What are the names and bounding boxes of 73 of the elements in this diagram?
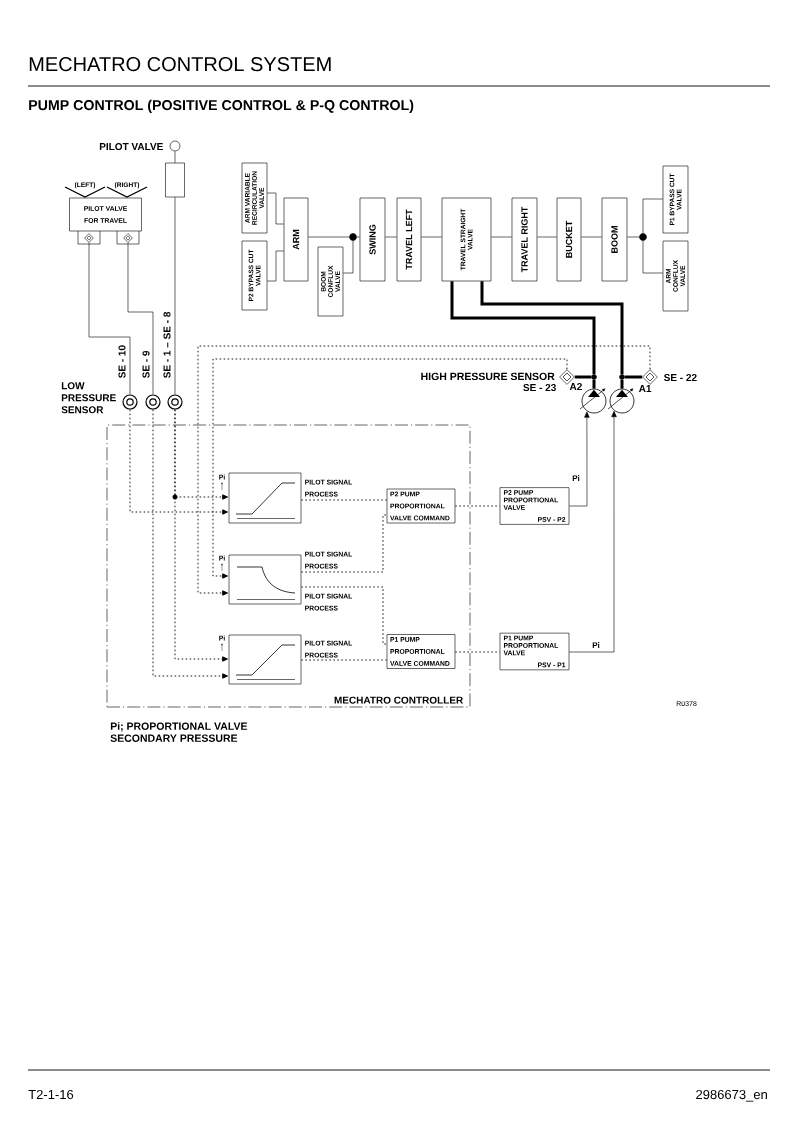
pilot-valve-symbol [169,140,181,152]
pressure-sensor-symbol [559,369,575,385]
document-number: 2986673_en [696,1089,767,1102]
page-header: MECHATRO CONTROL SYSTEM [29,57,331,72]
shuttle-valve-symbol [116,230,140,245]
signal-line [454,505,501,507]
connector-line [343,240,354,274]
connector-line [308,236,350,238]
page-number: T2-1-16 [28,1089,74,1100]
valve-box: TRAVEL RIGHT [511,197,538,282]
connector-line [267,250,284,282]
signal-process-box [228,554,302,605]
pressure-sensor-symbol [167,394,183,410]
edge-label: Pi [591,641,601,649]
connector-line [88,242,131,395]
connector-line [491,236,512,238]
sensor-label: SE - 23 [523,384,556,392]
pump-symbol [607,388,635,414]
connector-line [127,242,154,395]
pressure-line [480,281,624,375]
signal-line [300,514,388,573]
valve-box: BUCKET [556,197,582,282]
signal-line [212,358,568,579]
pressure-line [574,375,592,379]
section-title: PUMP CONTROL (POSITIVE CONTROL & P-Q CONTROL) [29,99,414,113]
sensor-group-label: HIGH PRESSURE SENSOR [421,372,555,381]
connector-line [267,192,284,225]
pressure-sensor-symbol [642,369,658,385]
arrow [569,411,590,507]
signal-process-box [228,634,302,685]
pressure-line [450,281,596,375]
edge-label: Pi [571,474,581,482]
sensor-label: SE - 1 – SE - 8 [163,311,171,379]
footnote: Pi; PROPORTIONAL VALVE SECONDARY PRESSURE [110,722,248,742]
pressure-sensor-symbol [145,394,161,410]
shuttle-valve-symbol [77,230,101,245]
connector-line [385,236,397,238]
valve-box: SWING [359,197,386,282]
sensor-label: SE - 22 [664,374,697,382]
arrow [569,410,617,653]
pressure-line [620,379,624,389]
pump-label: A2 [569,383,582,390]
signal-line [152,409,228,679]
valve-label: PILOT VALVE [99,143,163,151]
connector-line [642,240,663,274]
sensor-group-label: LOW PRESSURE SENSOR [61,382,116,414]
signal-line [174,409,228,662]
signal-line [300,659,388,661]
connector-line [537,236,557,238]
signal-line [300,499,388,501]
sensor-label: SE - 10 [118,345,126,379]
valve-box: BOOM [601,197,628,282]
pump-symbol [579,388,607,414]
signal-process-box [228,472,302,524]
signal-line [197,345,651,596]
connector-line [421,236,442,238]
connector-line [581,236,602,238]
pressure-line [624,375,643,379]
sensor-label: SE - 9 [142,350,150,379]
signal-line [454,651,501,653]
connector-line [356,236,360,238]
connector-line [642,198,663,234]
pressure-line [592,379,596,389]
connector-line [174,151,176,163]
pressure-sensor-symbol [122,394,138,410]
filter-symbol [165,162,185,198]
valve-box: TRAVEL LEFT [396,197,422,282]
pump-label: A1 [638,385,652,392]
signal-line [300,586,388,645]
valve-box: ARM [283,197,309,282]
connector-line [174,197,176,395]
signal-line [129,409,228,515]
connector-line [627,236,640,238]
